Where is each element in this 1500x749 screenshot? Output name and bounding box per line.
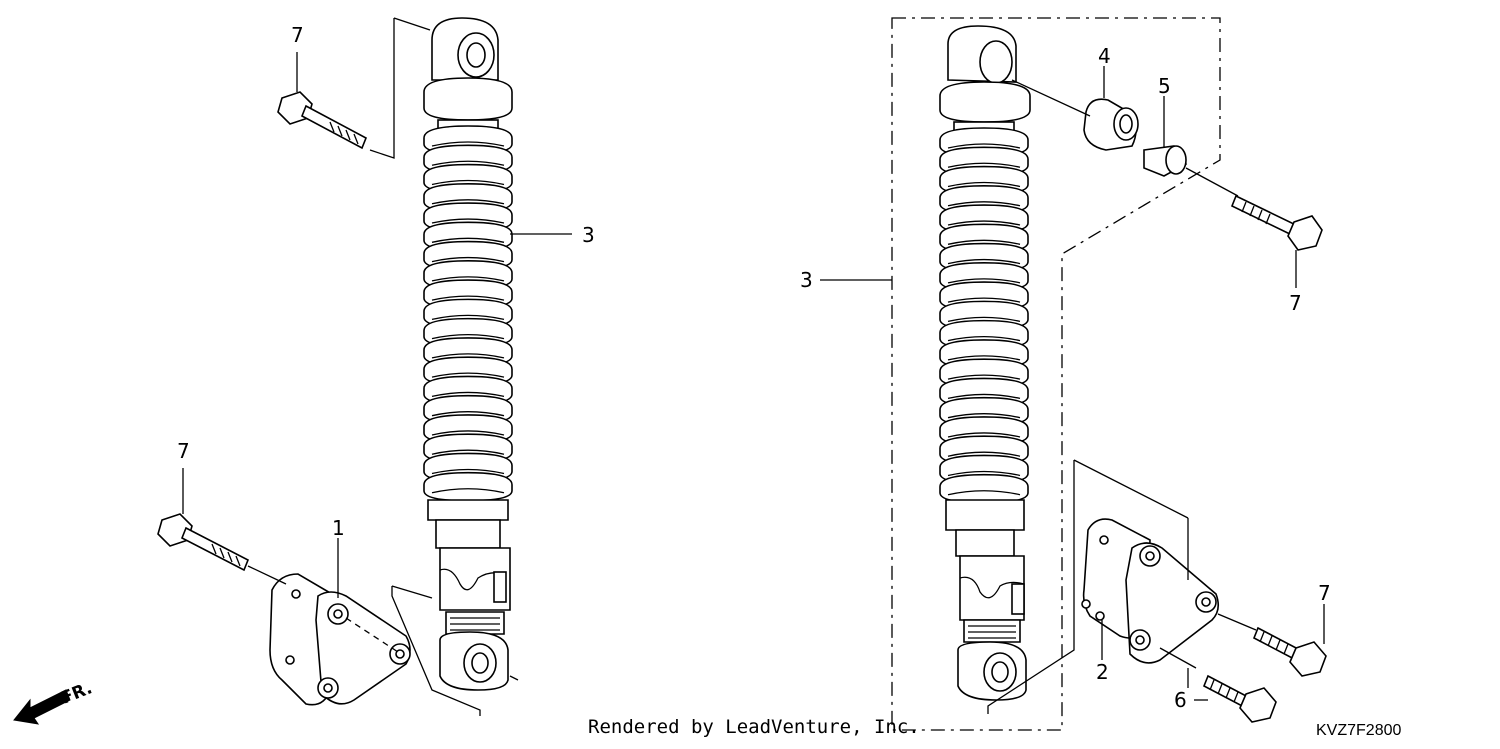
bushing[interactable] [1083, 98, 1139, 151]
left-bolt-bottom[interactable] [157, 513, 250, 572]
callout-right-bracket: 2 [1096, 660, 1109, 684]
right-bolt-top[interactable] [1230, 194, 1323, 251]
callout-left-shock: 3 [582, 223, 595, 247]
left-bracket[interactable] [269, 573, 411, 706]
callout-right-bolt-bottom: 7 [1318, 581, 1331, 605]
callout-right-bolt-small: 6 [1174, 688, 1187, 712]
left-bolt-top[interactable] [277, 91, 368, 150]
callout-collar: 5 [1158, 74, 1171, 98]
callout-left-bracket: 1 [332, 516, 345, 540]
callout-left-bolt-bottom: 7 [177, 439, 190, 463]
collar[interactable] [1143, 145, 1188, 177]
callout-right-bolt-top: 7 [1289, 291, 1302, 315]
callout-bushing: 4 [1098, 44, 1111, 68]
left-leader-lines [182, 17, 572, 716]
diagram-code: KVZ7F2800 [1316, 722, 1402, 739]
front-direction-arrow-icon: FR. [13, 678, 95, 725]
callout-labels: 7 3 7 1 3 4 5 7 2 7 6 [177, 23, 1331, 712]
right-bracket[interactable] [1081, 518, 1220, 664]
callout-left-bolt-top: 7 [291, 23, 304, 47]
direction-label: FR. [58, 678, 95, 708]
right-shock-absorber[interactable] [939, 25, 1031, 701]
left-shock-absorber[interactable] [423, 17, 513, 691]
right-bolt-bottom[interactable] [1252, 626, 1327, 677]
right-leader-lines [820, 17, 1325, 731]
callout-right-shock: 3 [800, 268, 813, 292]
footer-credit: Rendered by LeadVenture, Inc. [588, 716, 920, 738]
right-bolt-small[interactable] [1202, 674, 1277, 723]
